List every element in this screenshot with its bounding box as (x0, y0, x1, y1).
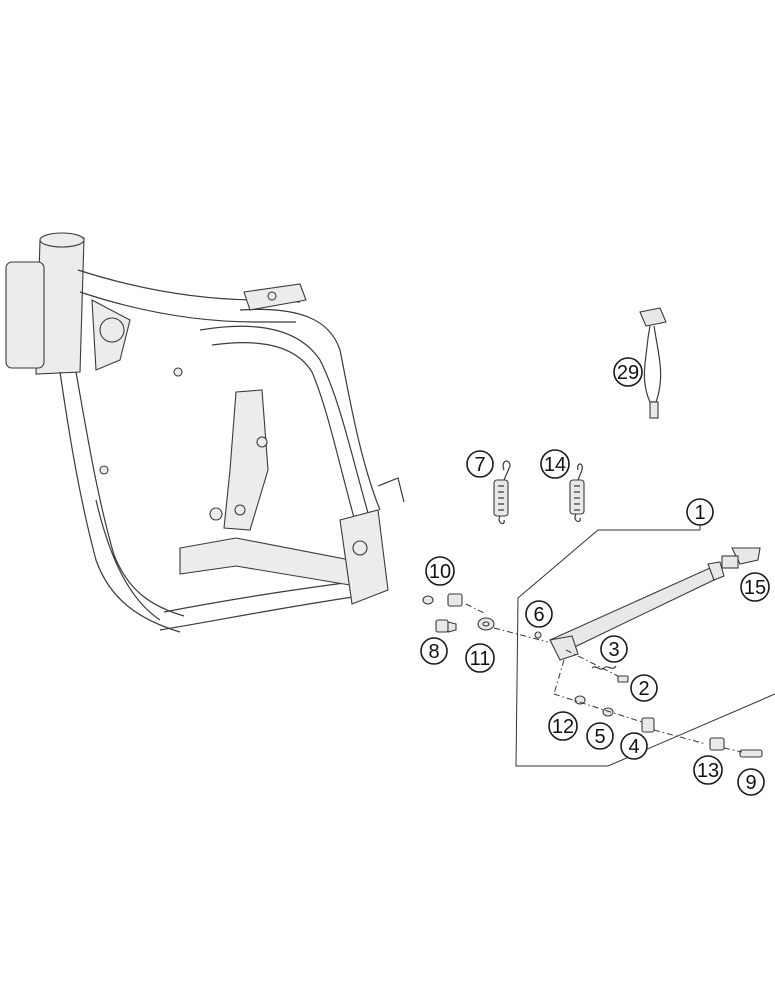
svg-text:4: 4 (628, 736, 639, 758)
svg-text:8: 8 (428, 641, 439, 663)
callout-10: 10 (425, 556, 455, 586)
svg-text:1: 1 (694, 502, 705, 524)
callout-2: 2 (630, 674, 658, 702)
callout-5: 5 (586, 722, 614, 750)
washer-part-11 (477, 617, 495, 631)
svg-text:5: 5 (594, 726, 605, 748)
svg-text:3: 3 (608, 639, 619, 661)
spring-part-14 (569, 463, 585, 523)
svg-text:10: 10 (429, 561, 451, 583)
callout-15: 15 (740, 572, 770, 602)
callout-29: 29 (613, 357, 643, 387)
bushing-part-13 (709, 737, 725, 751)
spring-part-7 (493, 460, 511, 525)
stand-foot-part-15 (721, 547, 761, 569)
bolt-part-8 (435, 619, 457, 633)
callout-1: 1 (686, 498, 714, 526)
bushing-part-4 (641, 717, 655, 733)
pin-part-6 (534, 631, 542, 639)
spring-clip-part-3 (591, 665, 617, 670)
callout-13: 13 (693, 755, 723, 785)
svg-text:15: 15 (744, 577, 766, 599)
assembly-axis-lines (465, 603, 743, 753)
callout-3: 3 (600, 635, 628, 663)
side-stand-part-1 (549, 561, 725, 661)
callout-14: 14 (540, 449, 570, 479)
svg-text:11: 11 (470, 648, 491, 670)
motorcycle-frame (5, 232, 405, 633)
tool-part-29 (639, 307, 667, 419)
svg-text:13: 13 (697, 760, 719, 782)
screw-part-10 (422, 593, 463, 607)
callout-6: 6 (525, 600, 553, 628)
callout-4: 4 (620, 732, 648, 760)
callout-11: 11 (465, 643, 495, 673)
callout-12: 12 (548, 711, 578, 741)
svg-text:29: 29 (617, 362, 639, 384)
svg-text:9: 9 (745, 772, 756, 794)
callout-8: 8 (420, 637, 448, 665)
o-ring-part-12 (574, 695, 586, 705)
o-ring-part-5 (602, 707, 614, 717)
bolt-part-9 (739, 749, 763, 758)
svg-text:7: 7 (474, 454, 485, 476)
callout-9: 9 (737, 768, 765, 796)
svg-text:2: 2 (638, 678, 649, 700)
bolt-part-2 (617, 675, 629, 683)
svg-text:14: 14 (544, 454, 566, 476)
svg-text:12: 12 (552, 716, 574, 738)
svg-text:6: 6 (533, 604, 544, 626)
callout-7: 7 (466, 450, 494, 478)
